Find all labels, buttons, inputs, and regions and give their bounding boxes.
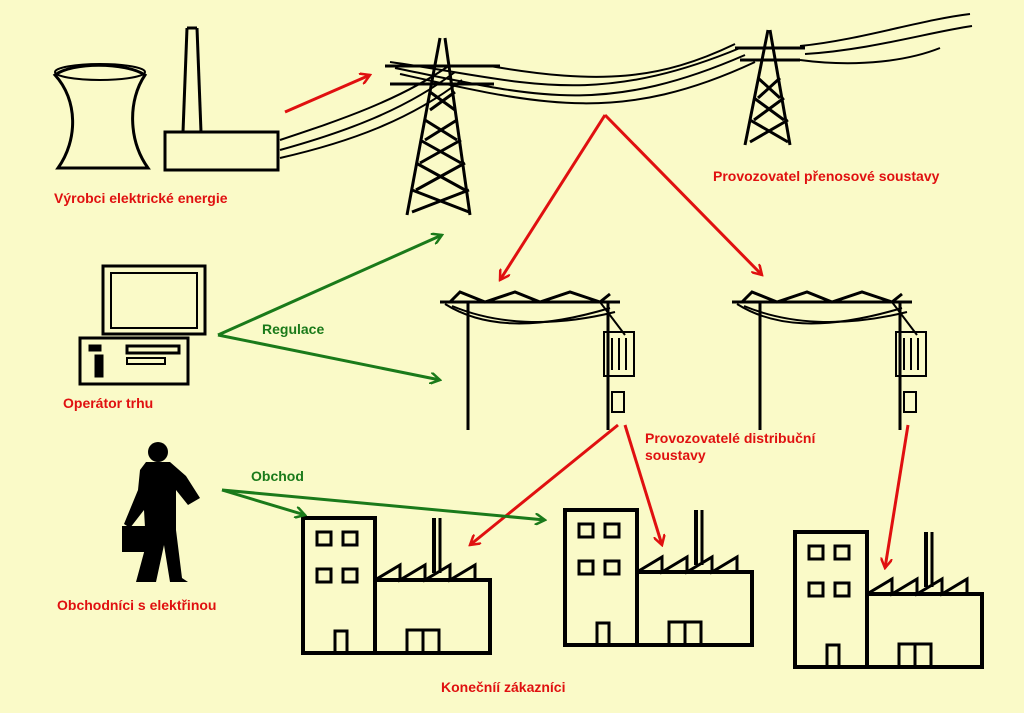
businessman-icon	[122, 442, 200, 582]
cooling-tower	[52, 63, 151, 170]
label-distribution-operators-line1: Provozovatelé distribuční	[645, 430, 816, 446]
label-end-customers: Konečníí zákazníci	[441, 679, 566, 695]
distribution-pole-left	[438, 290, 636, 432]
transmission-tower-secondary	[735, 29, 805, 146]
arrow-trade-to-customer-2	[221, 488, 545, 520]
label-trade: Obchod	[251, 468, 304, 484]
arrow-regulation-to-grid	[217, 235, 442, 337]
arrow-dist-to-customer-1	[470, 423, 619, 545]
label-regulation: Regulace	[262, 321, 325, 337]
distribution-pole-right	[730, 290, 928, 432]
arrow-dist-to-customer-2	[623, 424, 662, 545]
label-traders: Obchodníci s elektřinou	[57, 597, 217, 613]
customer-complex-1	[301, 516, 492, 655]
label-producers: Výrobci elektrické energie	[54, 190, 228, 206]
label-distribution-operators-line2: soustavy	[645, 447, 706, 463]
label-market-operator: Operátor trhu	[63, 395, 154, 411]
arrow-trade-to-customer-1	[221, 488, 305, 515]
arrow-regulation-to-distribution	[217, 333, 440, 380]
arrow-grid-to-dist-left	[500, 114, 607, 280]
label-transmission-operator: Provozovatel přenosové soustavy	[713, 168, 940, 184]
arrow-dist-to-customer-3	[885, 424, 910, 568]
power-plant	[163, 130, 280, 172]
arrow-grid-to-dist-right	[603, 113, 762, 275]
computer-icon	[78, 264, 207, 386]
arrow-production-to-grid	[284, 75, 370, 114]
